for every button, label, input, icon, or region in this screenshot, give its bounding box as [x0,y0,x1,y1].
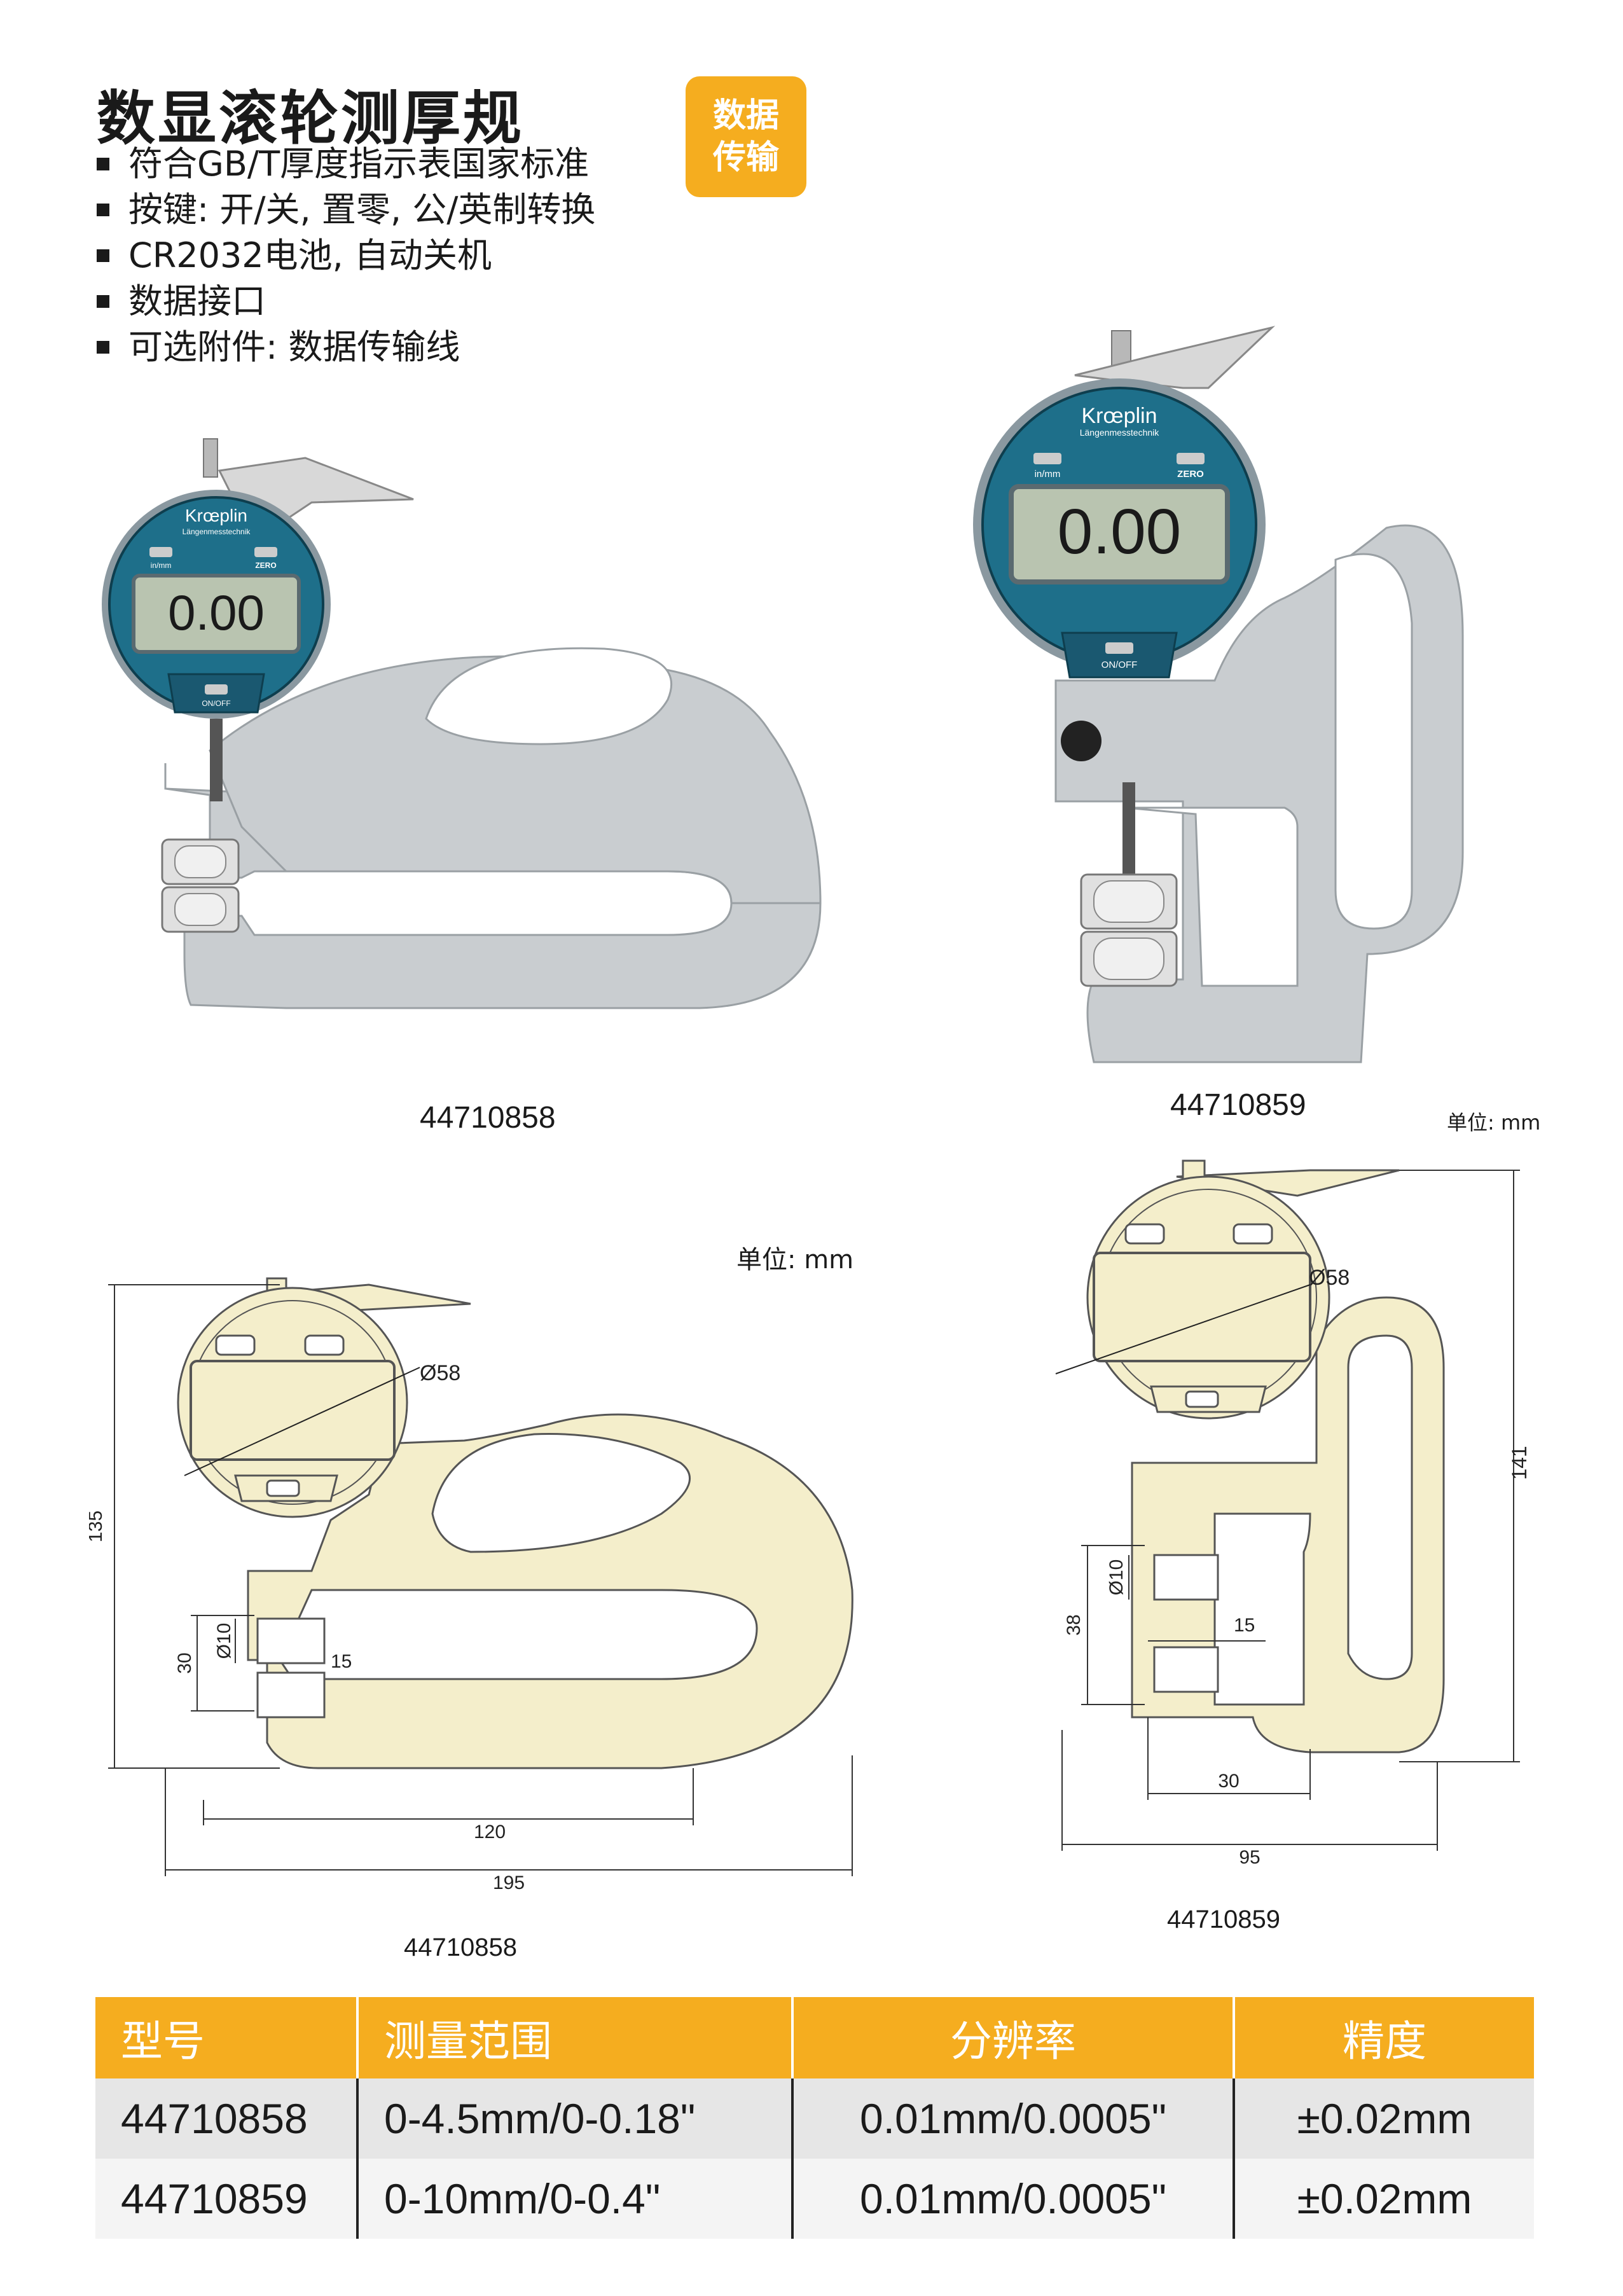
dim-label: 95 [1239,1847,1260,1868]
dim-label: Ø58 [1309,1266,1350,1290]
photo-caption: 44710859 [1170,1088,1306,1122]
table-cell: ±0.02mm [1233,2159,1534,2239]
table-cell: 0.01mm/0.0005" [791,2159,1234,2239]
btn-label: ON/OFF [202,699,230,708]
table-cell: 0-4.5mm/0-0.18" [356,2078,792,2159]
gauge-reading: 0.00 [1058,496,1182,567]
dim-label: 30 [1218,1771,1239,1792]
dim-label: 38 [1063,1614,1084,1635]
page-title: 数显滚轮测厚规 [97,85,525,153]
brand-logo: Krœplin [1081,404,1157,428]
feature-item: 数据接口 [97,279,595,324]
brand-subtitle: Längenmesstechnik [183,527,251,536]
bullet-icon [97,341,109,354]
table-row: 44710858 0-4.5mm/0-0.18" 0.01mm/0.0005" … [95,2078,1534,2159]
dim-label: Ø58 [420,1361,460,1385]
table-cell: ±0.02mm [1233,2078,1534,2159]
table-header-row: 型号 测量范围 分辨率 精度 [95,1997,1534,2078]
column-header: 测量范围 [356,1997,792,2078]
table-row: 44710859 0-10mm/0-0.4" 0.01mm/0.0005" ±0… [95,2159,1534,2239]
dim-label: 30 [174,1652,195,1673]
bullet-icon [97,204,109,216]
unit-label: 单位: mm [1447,1110,1541,1135]
brand-logo: Krœplin [185,506,247,525]
table-cell: 0-10mm/0-0.4" [356,2159,792,2239]
gauge-photo-44710859: 0.00 Krœplin Längenmesstechnik in/mm ZER… [973,326,1464,1063]
drawing-caption: 44710858 [404,1933,517,1961]
dim-label: Ø10 [1106,1559,1127,1596]
feature-item: 可选附件: 数据传输线 [97,324,595,370]
column-header: 精度 [1233,1997,1534,2078]
dim-label: 15 [331,1651,352,1672]
table-cell: 44710859 [95,2159,357,2239]
btn-label: ZERO [1177,469,1204,480]
feature-item: CR2032电池, 自动关机 [97,233,595,279]
photo-caption: 44710858 [420,1101,556,1135]
column-header: 分辨率 [791,1997,1234,2078]
feature-item: 按键: 开/关, 置零, 公/英制转换 [97,187,595,233]
feature-item: 符合GB/T厚度指示表国家标准 [97,141,595,187]
dim-label: Ø10 [214,1623,235,1659]
drawing-44710859: Ø58 141 38 Ø10 15 30 95 [1055,1159,1531,1868]
drawing-44710858: Ø58 135 30 Ø10 15 120 195 [89,1277,853,1893]
unit-label: 单位: mm [736,1245,854,1275]
column-header: 型号 [95,1997,357,2078]
dim-label: 135 [89,1511,106,1542]
bullet-icon [97,249,109,262]
drawing-caption: 44710859 [1167,1905,1280,1933]
dim-label: 195 [493,1872,525,1893]
feature-list: 符合GB/T厚度指示表国家标准 按键: 开/关, 置零, 公/英制转换 CR20… [97,141,595,370]
dim-label: 120 [474,1822,506,1843]
btn-label: ZERO [255,561,276,570]
data-transfer-badge: 数据 传输 [686,76,806,197]
bullet-icon [97,158,109,170]
btn-label: in/mm [1035,469,1061,480]
gauge-photo-44710858: 0.00 Krœplin Längenmesstechnik in/mm ZER… [102,438,822,1009]
gauge-reading: 0.00 [168,584,265,640]
brand-subtitle: Längenmesstechnik [1080,427,1160,438]
dim-label: 15 [1234,1615,1255,1636]
btn-label: ON/OFF [1102,660,1138,670]
table-cell: 44710858 [95,2078,357,2159]
dim-label: 141 [1508,1446,1531,1479]
spec-table: 型号 测量范围 分辨率 精度 44710858 0-4.5mm/0-0.18" … [95,1997,1534,2239]
table-cell: 0.01mm/0.0005" [791,2078,1234,2159]
bullet-icon [97,295,109,308]
btn-label: in/mm [151,561,172,570]
